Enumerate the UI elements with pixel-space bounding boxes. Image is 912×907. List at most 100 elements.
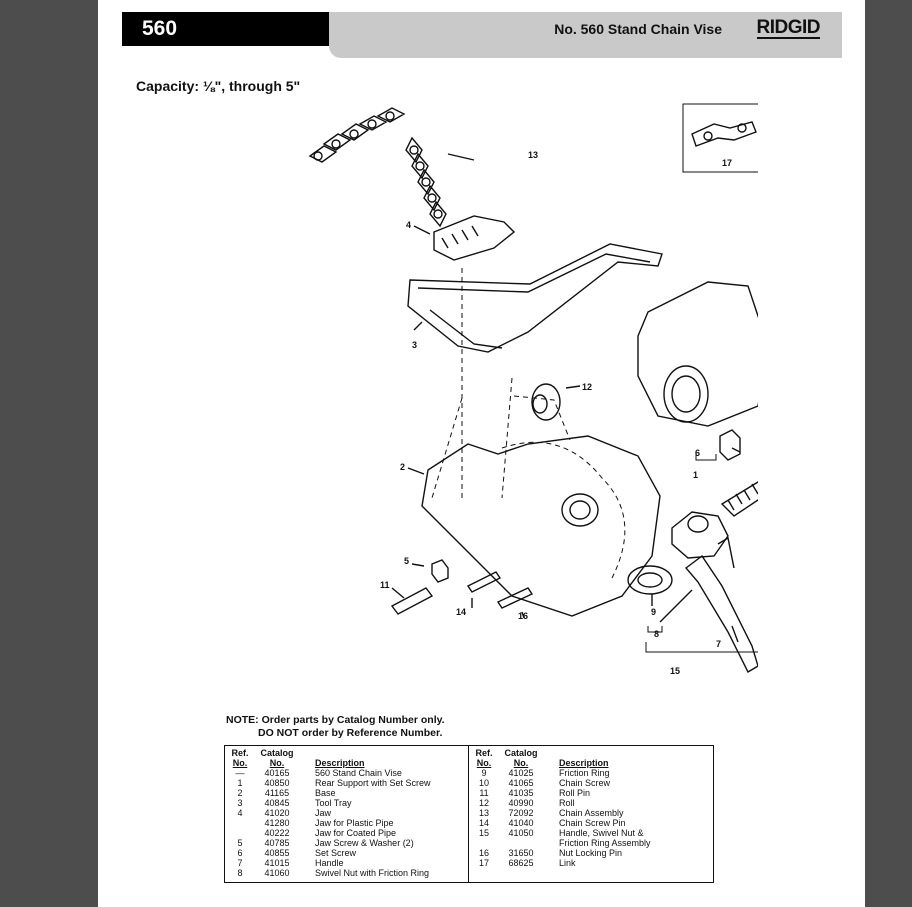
ref-cell: 13 [478,808,489,818]
table-row: 8 41060 Swivel Nut with Friction Ring [225,868,431,878]
catalog-cell: 40165 [264,768,290,778]
catalog-cell: 31650 [508,848,534,858]
header-catalog: No. [269,758,285,768]
description-cell: Rear Support with Set Screw [315,778,431,788]
note-line-1: NOTE: Order parts by Catalog Number only… [226,714,445,726]
description-cell: Handle [315,858,344,868]
ref-cell: 3 [237,798,243,808]
header-bar: No. 560 Stand Chain Vise RIDGID [329,12,842,46]
ref-cell: 4 [237,808,243,818]
catalog-cell: 41040 [508,818,534,828]
ref-cell: 14 [478,818,489,828]
ref-cell: 15 [478,828,489,838]
capacity-text: Capacity: ⅛", through 5" [136,78,301,94]
description-cell: Handle, Swivel Nut & [559,828,644,838]
description-cell: Nut Locking Pin [559,848,623,858]
header-catalog: No. [513,758,529,768]
ref-cell: 6 [237,848,243,858]
catalog-cell: 41035 [508,788,534,798]
table-row: 16 31650 Nut Locking Pin [469,848,651,858]
description-cell: Set Screw [315,848,357,858]
header-catalog-top: Catalog [504,748,538,758]
table-row: 41280 Jaw for Plastic Pipe [225,818,431,828]
callout-12: 12 [582,382,592,392]
callout-7: 7 [716,639,721,649]
callout-3: 3 [412,340,417,350]
table-row: 1 40850 Rear Support with Set Screw [225,778,431,788]
catalog-cell: 40850 [264,778,290,788]
description-cell: Friction Ring [559,768,610,778]
catalog-cell: 40845 [264,798,290,808]
ref-cell: 5 [237,838,243,848]
page-number: 560 [122,12,329,46]
catalog-cell: 41015 [264,858,290,868]
callout-5: 5 [404,556,409,566]
description-cell: Jaw Screw & Washer (2) [315,838,414,848]
description-cell: Swivel Nut with Friction Ring [315,868,430,878]
ref-cell: 16 [478,848,489,858]
order-note: NOTE: Order parts by Catalog Number only… [226,714,445,740]
description-cell: 560 Stand Chain Vise [315,768,402,778]
ref-cell: 1 [237,778,243,788]
callout-labels: 13 17 4 3 12 2 6 1 10 5 11 14 16 9 8 7 1… [380,150,732,676]
catalog-cell: 40855 [264,848,290,858]
note-line-2: DO NOT order by Reference Number. [258,727,443,739]
ref-cell: 2 [237,788,243,798]
description-cell: Chain Screw Pin [559,818,626,828]
ref-cell: 17 [478,858,489,868]
callout-2: 2 [400,462,405,472]
callout-6: 6 [695,448,700,458]
catalog-cell: 41025 [508,768,534,778]
ref-cell: 10 [478,778,489,788]
ref-cell [225,828,255,838]
chain-assembly [308,107,447,228]
catalog-cell: 41020 [264,808,290,818]
ref-cell [469,838,499,848]
table-row: 5 40785 Jaw Screw & Washer (2) [225,838,431,848]
header-ref: No. [232,758,248,768]
catalog-cell: 41165 [264,788,290,798]
table-row: 14 41040 Chain Screw Pin [469,818,651,828]
exploded-diagram: 13 17 4 3 12 2 6 1 10 5 11 14 16 9 8 7 1… [308,103,758,676]
table-row: 17 68625 Link [469,858,651,868]
callout-11: 11 [380,580,390,590]
callout-8: 8 [654,629,659,639]
catalog-cell: 41060 [264,868,290,878]
ref-cell: 8 [237,868,243,878]
catalog-cell [499,838,543,848]
description-cell: Jaw for Plastic Pipe [315,818,394,828]
header-ref-top: Ref. [231,748,249,758]
table-row: 11 41035 Roll Pin [469,788,651,798]
catalog-cell: 40222 [264,828,290,838]
description-cell: Base [315,788,336,798]
ref-cell: 11 [479,788,489,798]
description-cell: Tool Tray [315,798,352,808]
callout-13: 13 [528,150,538,160]
ref-cell: 7 [237,858,243,868]
table-row: 6 40855 Set Screw [225,848,431,858]
callout-1: 1 [693,470,698,480]
catalog-cell: 41050 [508,828,534,838]
callout-15: 15 [670,666,680,676]
ref-cell: 12 [478,798,489,808]
catalog-cell: 68625 [508,858,534,868]
catalog-cell: 40785 [264,838,290,848]
callout-9: 9 [651,607,656,617]
description-cell: Chain Assembly [559,808,624,818]
description-cell: Roll Pin [559,788,591,798]
table-row: Friction Ring Assembly [469,838,651,848]
catalog-cell: 41280 [264,818,290,828]
description-cell: Link [559,858,576,868]
catalog-cell: 40990 [508,798,534,808]
header-ref-top: Ref. [475,748,493,758]
callout-17: 17 [722,158,732,168]
document-title: No. 560 Stand Chain Vise [554,21,722,37]
